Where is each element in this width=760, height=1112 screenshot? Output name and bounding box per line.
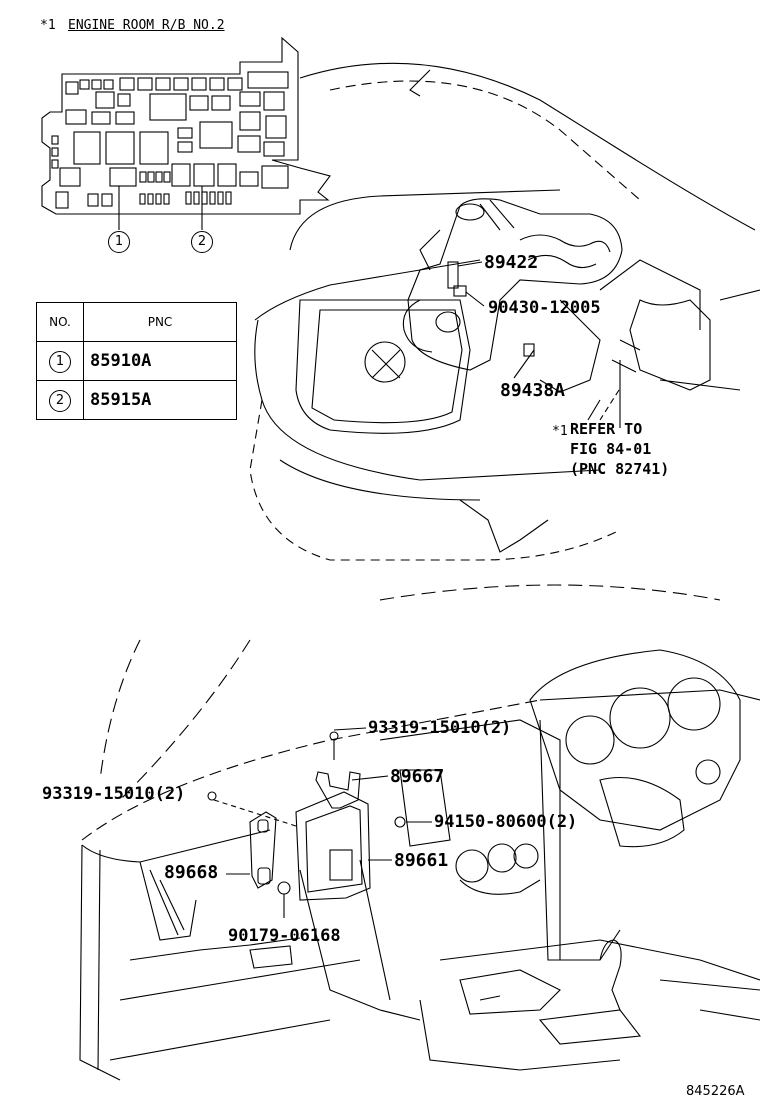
dashboard-drawing	[79, 584, 760, 1081]
row-number: 2	[49, 389, 71, 412]
refer-marker: *1	[552, 424, 568, 439]
header-title: ENGINE ROOM R/B NO.2	[68, 18, 225, 33]
part-89661[interactable]: 89661	[394, 850, 449, 871]
figure-id: 845226A	[686, 1084, 745, 1099]
header-marker: *1	[40, 18, 56, 33]
part-89438a[interactable]: 89438A	[500, 380, 566, 401]
part-93319-15010-top[interactable]: 93319-15010(2)	[368, 718, 512, 738]
part-89422[interactable]: 89422	[484, 252, 539, 273]
refer-line-3[interactable]: (PNC 82741)	[570, 460, 670, 478]
relay-block-drawing	[41, 36, 331, 230]
refer-line-2[interactable]: FIG 84-01	[570, 440, 652, 458]
callout-2: 2	[191, 230, 213, 253]
engine-bay-drawing	[249, 62, 760, 561]
pnc-value[interactable]: 85915A	[83, 380, 237, 420]
part-93319-15010-left[interactable]: 93319-15010(2)	[42, 784, 186, 804]
part-89667[interactable]: 89667	[390, 766, 445, 787]
part-89668[interactable]: 89668	[164, 862, 219, 883]
part-94150-80600[interactable]: 94150-80600(2)	[434, 812, 578, 832]
refer-line-1: REFER TO	[570, 420, 643, 438]
row-number: 1	[49, 350, 71, 373]
callout-1: 1	[108, 230, 130, 253]
table-header-pnc: PNC	[83, 302, 237, 342]
part-90179-06168[interactable]: 90179-06168	[228, 926, 341, 946]
table-row: 1 85910A	[36, 341, 237, 381]
table-header-no: NO.	[36, 302, 84, 342]
part-90430-12005[interactable]: 90430-12005	[488, 298, 601, 318]
pnc-value[interactable]: 85910A	[83, 341, 237, 381]
pnc-table: NO. PNC 1 85910A 2 85915A	[36, 302, 237, 420]
table-row: 2 85915A	[36, 380, 237, 420]
